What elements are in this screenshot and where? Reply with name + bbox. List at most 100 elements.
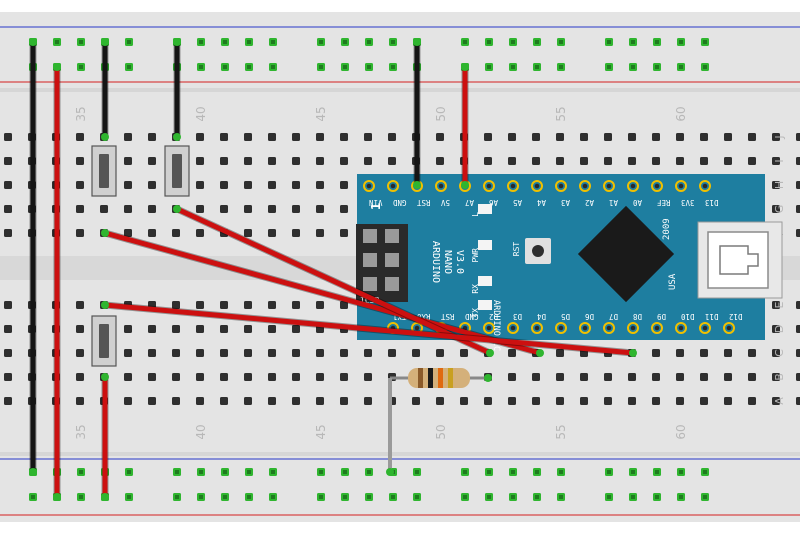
pin-label-bottom: D10: [681, 312, 695, 321]
resistor-band: [418, 368, 423, 388]
hole-center: [199, 495, 203, 499]
header-pin-bottom: [675, 322, 687, 334]
terminal-hole: [508, 373, 516, 381]
terminal-hole: [244, 373, 252, 381]
wire-end: [386, 468, 394, 476]
pin-hole: [726, 325, 732, 331]
terminal-hole: [700, 157, 708, 165]
wire-end: [413, 38, 421, 46]
hole-center: [511, 495, 515, 499]
terminal-hole: [772, 181, 780, 189]
terminal-hole: [748, 373, 756, 381]
wire-red-d4: [102, 230, 543, 356]
hole-center: [175, 495, 179, 499]
hole-center: [79, 65, 83, 69]
terminal-hole: [268, 325, 276, 333]
pin-label-top: A6: [489, 198, 499, 207]
reset-label: RST: [512, 242, 521, 257]
terminal-hole: [580, 133, 588, 141]
hole-center: [55, 40, 59, 44]
rail-separator: [0, 88, 800, 92]
pin-label-top: A0: [633, 198, 643, 207]
hole-center: [271, 470, 275, 474]
terminal-hole: [796, 133, 800, 141]
hole-center: [271, 65, 275, 69]
column-label: 40: [194, 106, 208, 121]
pin-hole: [390, 183, 396, 189]
terminal-hole: [220, 205, 228, 213]
terminal-hole: [652, 133, 660, 141]
header-pin-top: [555, 180, 567, 192]
hole-center: [631, 65, 635, 69]
terminal-hole: [772, 301, 780, 309]
terminal-hole: [292, 325, 300, 333]
terminal-hole: [172, 229, 180, 237]
terminal-hole: [220, 133, 228, 141]
header-pin-bottom: [555, 322, 567, 334]
header-pin-top: [363, 180, 375, 192]
column-label: 45: [314, 106, 328, 121]
column-label: 55: [554, 424, 568, 439]
header-pin-top: [651, 180, 663, 192]
terminal-hole: [676, 397, 684, 405]
wire-end: [53, 493, 61, 501]
terminal-hole: [556, 373, 564, 381]
terminal-hole: [364, 373, 372, 381]
pin-label-bottom: D5: [561, 312, 570, 321]
header-pin-top: [483, 180, 495, 192]
wire-end: [413, 181, 421, 189]
terminal-hole: [148, 397, 156, 405]
led-label: L: [471, 212, 480, 217]
terminal-hole: [172, 349, 180, 357]
wire-end: [629, 349, 637, 357]
terminal-hole: [364, 133, 372, 141]
terminal-hole: [244, 229, 252, 237]
hole-center: [343, 495, 347, 499]
led-label: RX: [471, 284, 480, 294]
pushbutton-plunger: [99, 154, 109, 188]
terminal-hole: [316, 181, 324, 189]
hole-center: [487, 470, 491, 474]
header-pin-top: [507, 180, 519, 192]
icsp-pin: [363, 277, 377, 291]
terminal-hole: [796, 157, 800, 165]
arduino-board[interactable]: [357, 174, 765, 340]
icsp-pin: [385, 277, 399, 291]
pin-hole: [678, 325, 684, 331]
wire-red-d8: [102, 302, 636, 356]
hole-center: [535, 65, 539, 69]
hole-center: [655, 470, 659, 474]
website-label: ARDUINO.CC: [491, 300, 501, 351]
terminal-hole: [628, 397, 636, 405]
breadboard-labels: 354045505560354045505560JIHGFEDCBA: [74, 106, 786, 439]
terminal-hole: [604, 373, 612, 381]
pin-label-bottom: GND: [465, 312, 479, 321]
column-label: 50: [434, 424, 448, 439]
header-pin-top: [387, 180, 399, 192]
pin-label-top: RST: [417, 198, 431, 207]
pin-hole: [606, 325, 612, 331]
terminal-hole: [244, 349, 252, 357]
pin-hole: [582, 183, 588, 189]
hole-center: [319, 495, 323, 499]
pin-label-top: D13: [705, 198, 719, 207]
usb-port-outline: [719, 245, 759, 275]
terminal-hole: [700, 349, 708, 357]
column-label: 60: [674, 106, 688, 121]
terminal-hole: [4, 301, 12, 309]
terminal-hole: [796, 229, 800, 237]
led-label: PWR: [471, 248, 480, 263]
pin-hole: [606, 183, 612, 189]
terminal-hole: [460, 349, 468, 357]
pin-label-bottom: D3: [513, 312, 522, 321]
wire-end: [173, 38, 181, 46]
reset-button-cap[interactable]: [532, 245, 544, 257]
terminal-hole: [316, 373, 324, 381]
header-pin-top: [627, 180, 639, 192]
terminal-hole: [340, 229, 348, 237]
hole-center: [511, 40, 515, 44]
hole-center: [223, 65, 227, 69]
arduino-nano[interactable]: 1ICSPVINGNDRST5VA7A6A5A4A3A2A1A0REF3V3D1…: [356, 174, 783, 351]
hole-center: [175, 470, 179, 474]
terminal-hole: [292, 133, 300, 141]
